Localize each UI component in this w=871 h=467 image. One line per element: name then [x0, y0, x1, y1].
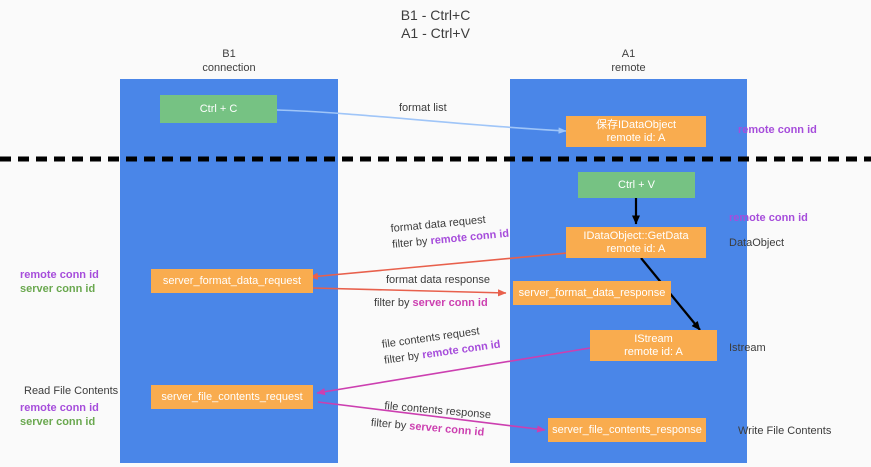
annotation-dataobject: DataObject — [729, 237, 785, 249]
filter-prefix: filter by — [370, 416, 410, 433]
lane-header-b1-line1: B1 — [222, 48, 236, 60]
diagram-title: B1 - Ctrl+C A1 - Ctrl+V — [0, 6, 871, 42]
lane-header-b1: B1 connection — [120, 47, 338, 75]
edge-label-format-data-response: format data response — [386, 274, 490, 286]
annotation-remote-conn-id-left-bottom: remote conn id — [20, 402, 99, 414]
box-server-file-contents-response[interactable]: server_file_contents_response — [548, 418, 706, 442]
lane-header-a1-line1: A1 — [621, 48, 636, 60]
annotation-group-conn-ids-bottom: remote conn id server conn id — [20, 401, 99, 429]
box-istream-line1: IStream — [634, 332, 673, 345]
box-server-format-data-request[interactable]: server_format_data_request — [151, 269, 313, 293]
filter-prefix: filter by — [374, 297, 413, 309]
box-ctrl-c[interactable]: Ctrl + C — [160, 95, 277, 123]
lane-header-a1: A1 remote — [510, 47, 747, 75]
edge-label-group-format-data-response: format data response filter by server co… — [374, 273, 500, 309]
box-save-idataobject[interactable]: 保存IDataObject remote id: A — [566, 116, 706, 147]
annotation-istream: Istream — [729, 342, 766, 354]
filter-value-server-conn-id: server conn id — [408, 420, 485, 439]
lane-header-b1-line2: connection — [202, 62, 256, 74]
box-server-file-contents-request[interactable]: server_file_contents_request — [151, 385, 313, 409]
title-line-1: B1 - Ctrl+C — [400, 7, 471, 23]
title-line-2: A1 - Ctrl+V — [401, 25, 470, 41]
box-idataobject-getdata-line2: remote id: A — [606, 242, 666, 255]
section-divider — [0, 156, 871, 162]
box-server-file-contents-request-label: server_file_contents_request — [161, 390, 303, 403]
annotation-group-conn-ids-mid: remote conn id server conn id — [20, 268, 99, 296]
box-save-idataobject-line1: 保存IDataObject — [595, 118, 677, 131]
box-save-idataobject-line2: remote id: A — [606, 131, 666, 144]
edge-label-format-list: format list — [399, 102, 447, 114]
annotation-server-conn-id-left: server conn id — [20, 283, 96, 295]
filter-prefix: filter by — [391, 235, 432, 251]
box-server-format-data-response[interactable]: server_format_data_response — [513, 281, 671, 305]
annotation-read-file-contents: Read File Contents — [24, 385, 119, 397]
box-server-format-data-response-label: server_format_data_response — [518, 286, 666, 299]
box-ctrl-v-label: Ctrl + V — [618, 178, 655, 191]
box-server-format-data-request-label: server_format_data_request — [162, 274, 302, 287]
filter-prefix: filter by — [383, 349, 424, 367]
edge-label-group-format-data-request: format data request filter by remote con… — [390, 211, 510, 251]
box-idataobject-getdata[interactable]: IDataObject::GetData remote id: A — [566, 227, 706, 258]
annotation-write-file-contents: Write File Contents — [738, 425, 832, 437]
box-istream[interactable]: IStream remote id: A — [590, 330, 717, 361]
annotation-server-conn-id-left-bottom: server conn id — [20, 416, 96, 428]
lane-header-a1-line2: remote — [611, 62, 646, 74]
filter-value-server-conn-id: server conn id — [412, 297, 488, 309]
annotation-remote-conn-id-top: remote conn id — [738, 124, 817, 136]
annotation-remote-conn-id-left: remote conn id — [20, 269, 99, 281]
box-ctrl-c-label: Ctrl + C — [199, 102, 238, 115]
box-server-file-contents-response-label: server_file_contents_response — [552, 423, 702, 436]
edge-label-format-data-response-filter: filter by server conn id — [374, 296, 488, 310]
box-ctrl-v[interactable]: Ctrl + V — [578, 172, 695, 198]
edge-label-group-file-contents-request: file contents request filter by remote c… — [381, 322, 501, 366]
box-istream-line2: remote id: A — [624, 345, 683, 358]
edge-label-group-file-contents-response: file contents response filter by server … — [370, 399, 499, 439]
annotation-remote-conn-id-mid: remote conn id — [729, 212, 808, 224]
box-idataobject-getdata-line1: IDataObject::GetData — [583, 229, 689, 242]
